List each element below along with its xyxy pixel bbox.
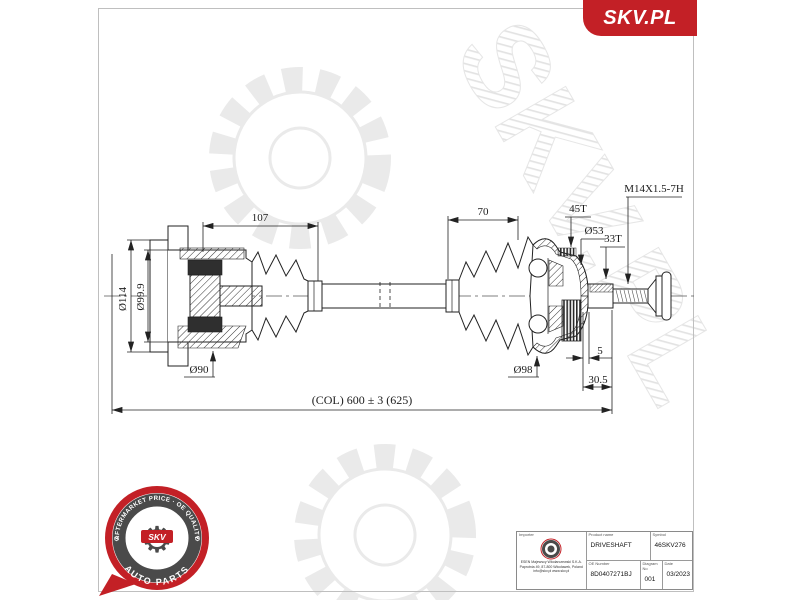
dim-305-label: 30.5 [588, 374, 608, 386]
product-name-cell: Product name DRIVESHAFT [587, 532, 650, 560]
dim-5-label: 5 [597, 345, 603, 357]
date-cell: Date 03/2023 [661, 561, 693, 589]
dimensions [111, 196, 682, 414]
skv-logo-text: SKV.PL [603, 6, 677, 29]
dim-thread-label: M14X1.5-7H [624, 183, 684, 195]
inner-boot [251, 250, 323, 342]
product-name-header: Product name [588, 532, 614, 537]
importer-header: Importer [519, 532, 534, 537]
importer-address-line: ESEN Majewscy Włodarczewski S.K.A. [520, 559, 582, 564]
abs-tone-ring [561, 299, 582, 342]
importer-logo-icon [540, 538, 562, 560]
badge-side-gear-icon: ⚙ [194, 535, 200, 543]
dim-99-label: Ø99.9 [135, 283, 147, 311]
spline-45t-knurl [557, 247, 577, 257]
diagram-no-header: Diagram No [642, 561, 658, 571]
importer-cell: Importer ESEN Majewscy Włodarczewski S.K… [517, 532, 587, 589]
badge-side-gear-icon: ⚙ [113, 535, 119, 543]
drawing-frame [98, 8, 694, 592]
symbol-cell: Symbol 46SKV276 [649, 532, 693, 560]
dim-53-label: Ø53 [585, 225, 604, 237]
diagram-no-cell: Diagram No 001 [639, 561, 662, 589]
dim-98-label: Ø98 [514, 364, 533, 376]
outer-boot [458, 235, 534, 357]
symbol-value: 46SKV276 [654, 541, 686, 549]
stub-shaft [587, 271, 672, 321]
dim-90-label: Ø90 [190, 364, 209, 376]
date-value: 03/2023 [666, 570, 691, 578]
oe-number-header: OE Number [588, 561, 610, 566]
skv-logo-box: SKV.PL [583, 0, 697, 36]
diagram-no-value: 001 [644, 575, 656, 583]
badge-skv-label: SKV [148, 532, 167, 542]
dim-45t-label: 45T [569, 203, 587, 215]
shaft [321, 279, 460, 313]
gear-watermark [212, 70, 478, 600]
oe-number-cell: OE Number 8D0407271BJ [587, 561, 640, 589]
date-header: Date [664, 561, 673, 566]
importer-address-line: Paprotnia 49, 87-800 Włocławek, Poland [519, 564, 583, 569]
dim-114-label: Ø114 [117, 286, 129, 311]
skv-quality-badge: AFTERMARKET PRICE · OE QUALITY AUTO PART… [99, 486, 209, 596]
driveshaft-drawing [104, 225, 698, 367]
oe-number-value: 8D0407271BJ [590, 570, 632, 578]
outer-cv-joint [528, 238, 589, 354]
dim-107-label: 107 [252, 212, 269, 224]
dim-70-label: 70 [478, 206, 490, 218]
importer-address-line: info@skv.pl www.skv.pl [533, 569, 570, 574]
product-name-value: DRIVESHAFT [590, 541, 632, 549]
dim-33t-label: 33T [604, 233, 622, 245]
dim-overall-label: (COL) 600 ± 3 (625) [312, 393, 413, 407]
title-block-table: Importer ESEN Majewscy Włodarczewski S.K… [516, 531, 693, 590]
symbol-header: Symbol [652, 532, 666, 537]
inner-joint-flange [149, 225, 263, 367]
